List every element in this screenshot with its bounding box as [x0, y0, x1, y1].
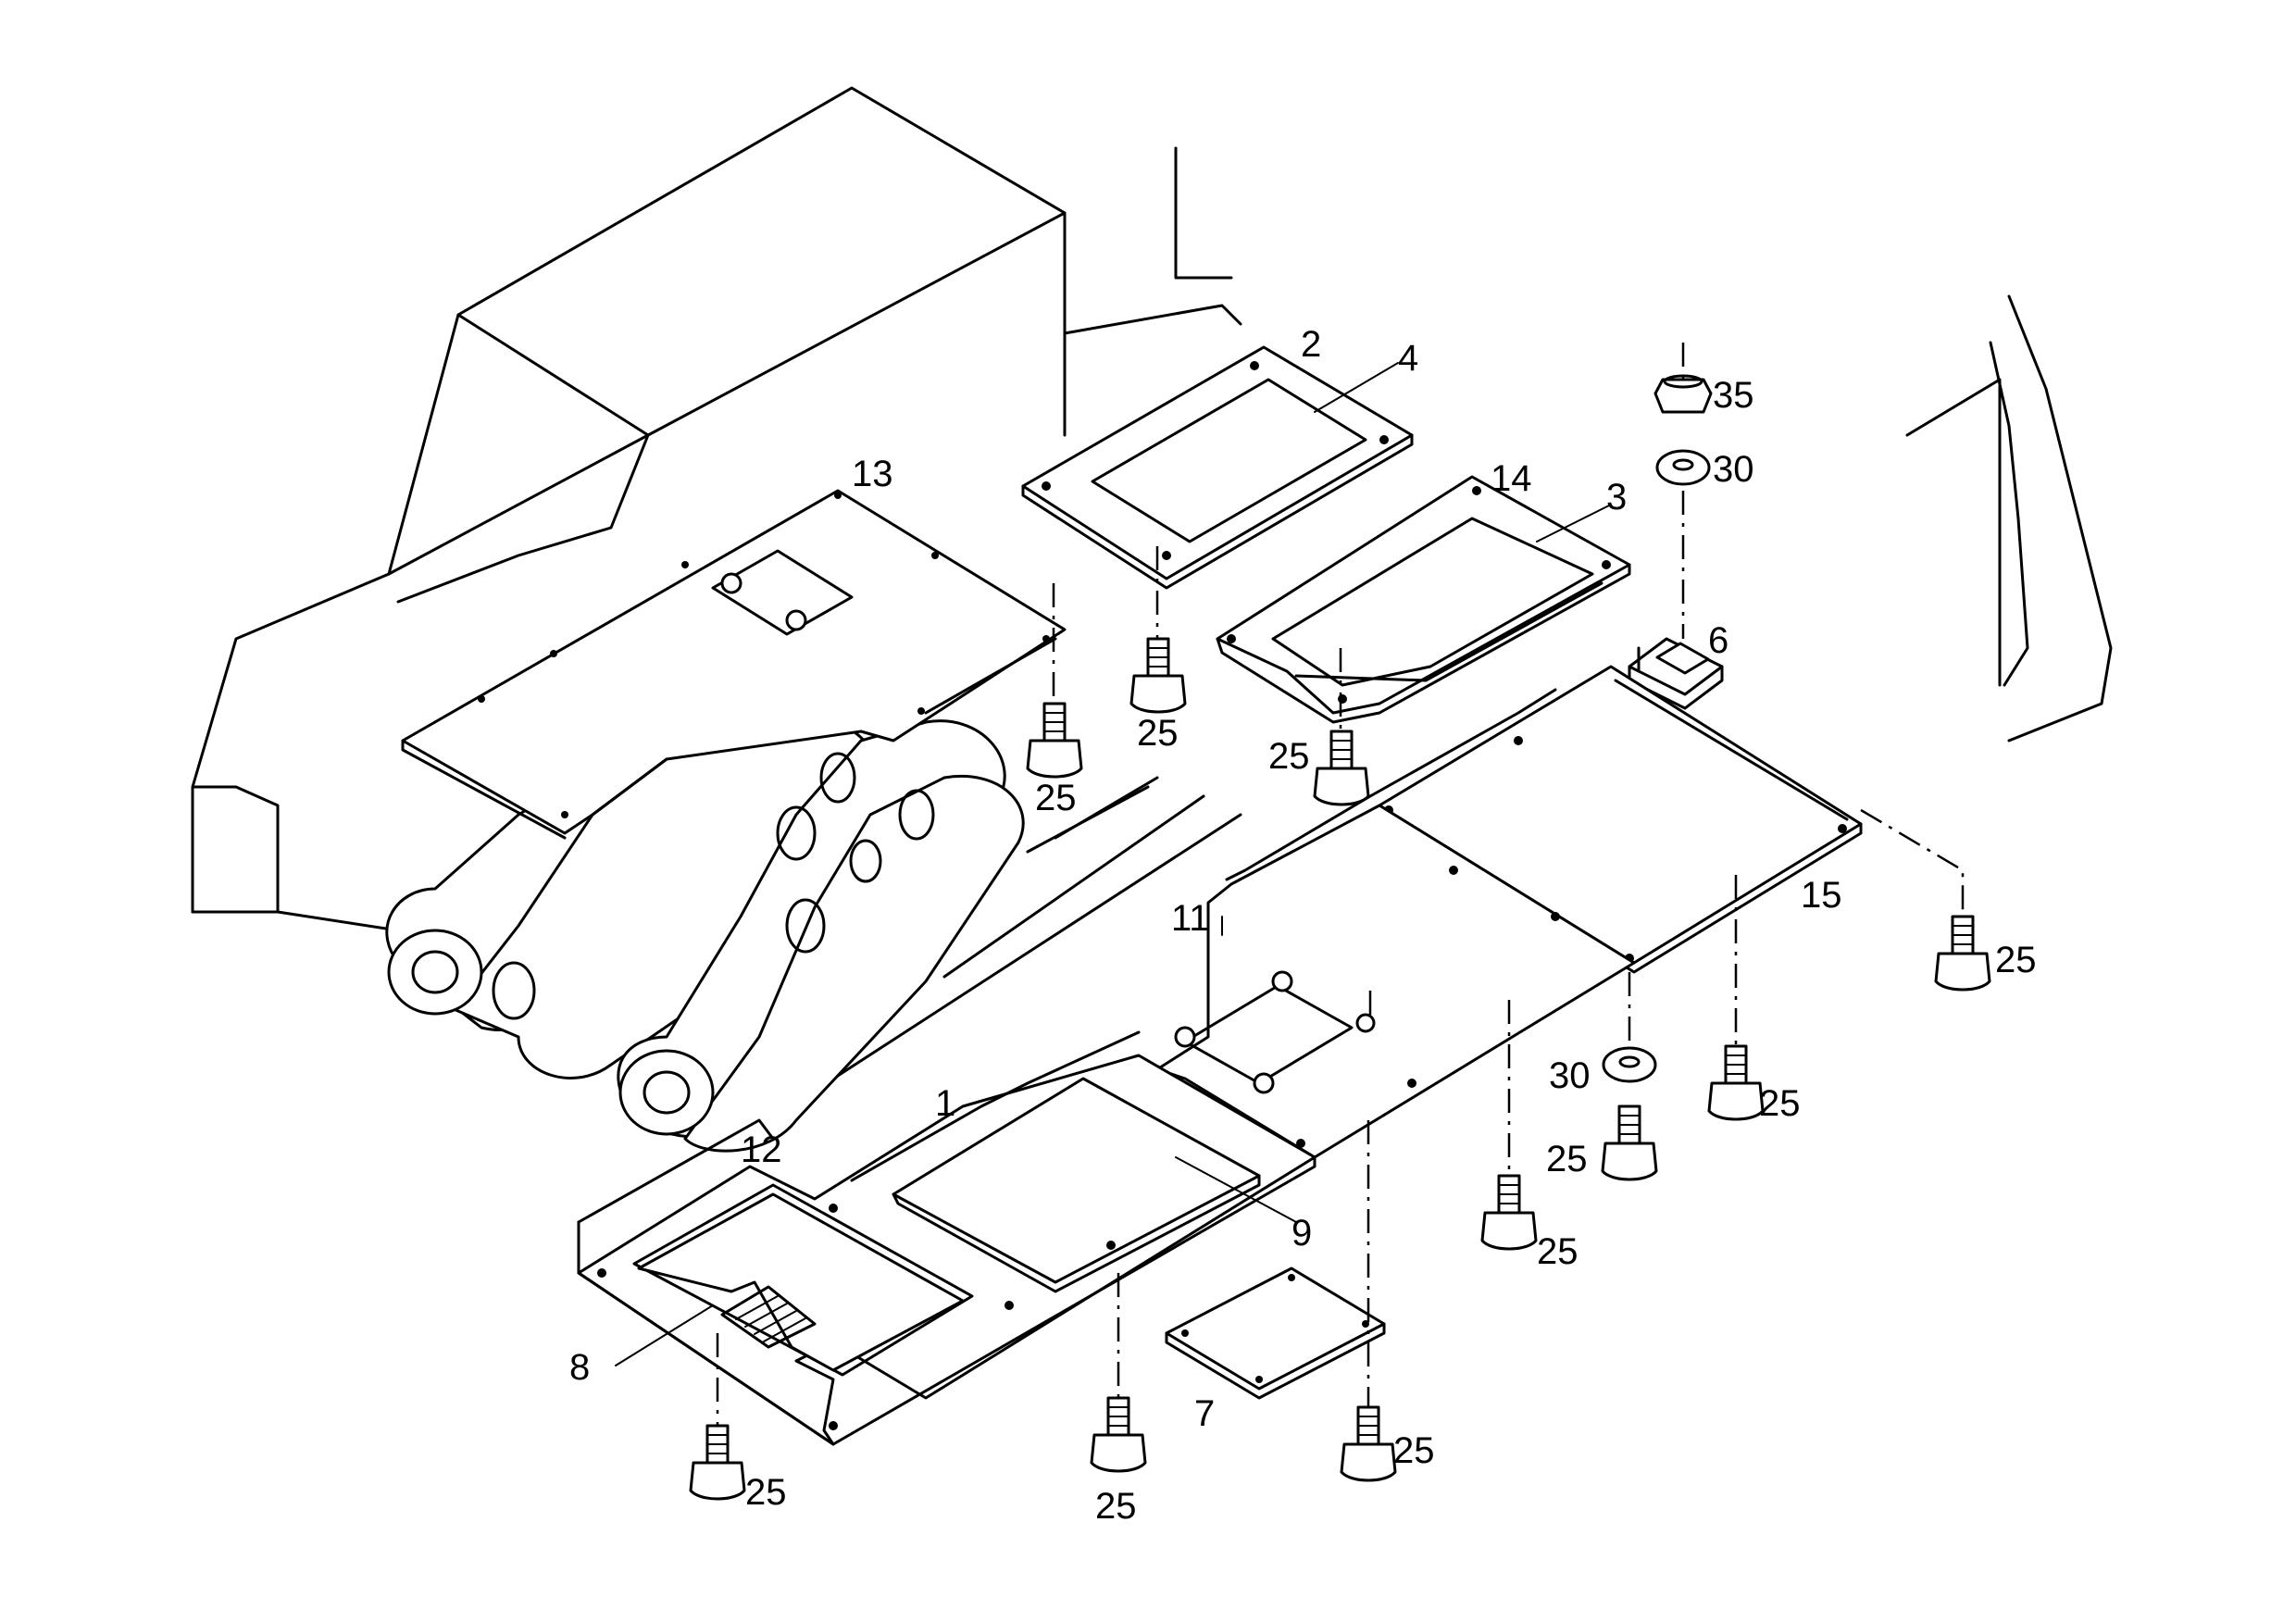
callout-1: 1 — [935, 1083, 955, 1124]
callout-9: 9 — [1292, 1213, 1312, 1254]
callout-3: 3 — [1606, 477, 1627, 518]
callout-4: 4 — [1398, 338, 1418, 379]
callout-25: 25 — [1137, 713, 1179, 754]
callout-30: 30 — [1713, 449, 1754, 490]
callout-25: 25 — [1268, 736, 1310, 777]
callout-15: 15 — [1801, 875, 1842, 916]
callout-25: 25 — [1759, 1083, 1801, 1124]
fasteners — [689, 374, 1991, 1501]
bolt-icon — [1707, 1044, 1765, 1121]
callout-8: 8 — [569, 1347, 590, 1388]
cover-plate-1 — [577, 1030, 1316, 1446]
bolt-icon — [1129, 637, 1187, 714]
cover-plate-2 — [1021, 345, 1414, 590]
washer-icon — [1602, 1046, 1657, 1083]
callout-35: 35 — [1713, 375, 1754, 416]
bolt-icon — [1934, 915, 1991, 992]
callout-25: 25 — [1546, 1139, 1588, 1179]
boom-linkage — [385, 715, 1025, 1153]
cover-plate-14 — [1216, 475, 1631, 724]
callout-25: 25 — [1393, 1430, 1435, 1471]
callout-14: 14 — [1491, 458, 1532, 499]
callout-25: 25 — [1537, 1231, 1578, 1272]
callout-6: 6 — [1708, 620, 1728, 661]
callout-25: 25 — [1095, 1486, 1137, 1527]
bolt-icon — [1313, 730, 1370, 806]
cover-plate-11 — [1155, 688, 1636, 1159]
callout-labels: 2 4 13 14 3 35 30 6 25 25 25 11 15 25 30… — [569, 324, 2037, 1527]
callout-25: 25 — [745, 1472, 787, 1513]
callout-30: 30 — [1549, 1055, 1591, 1096]
bolt-icon — [1090, 1396, 1147, 1473]
callout-25: 25 — [1035, 778, 1077, 818]
bolt-icon — [1480, 1174, 1538, 1251]
cover-plate-7 — [1165, 1266, 1386, 1400]
callout-25: 25 — [1995, 940, 2037, 980]
center-lines — [716, 343, 1965, 1426]
machine-body — [191, 86, 2113, 1141]
nut-icon — [1653, 374, 1713, 414]
callout-13: 13 — [852, 454, 893, 494]
cover-plate-13 — [401, 489, 1067, 840]
leader-lines — [615, 362, 1612, 1366]
callout-7: 7 — [1194, 1393, 1215, 1434]
callout-12: 12 — [741, 1129, 782, 1170]
bolt-icon — [689, 1424, 746, 1501]
callout-11: 11 — [1171, 898, 1210, 939]
washer-icon — [1655, 449, 1711, 486]
bolt-icon — [1601, 1104, 1658, 1181]
bolt-icon — [1026, 702, 1083, 779]
callout-2: 2 — [1301, 324, 1321, 365]
bracket-6 — [1628, 637, 1724, 710]
bolt-icon — [1340, 1405, 1397, 1482]
